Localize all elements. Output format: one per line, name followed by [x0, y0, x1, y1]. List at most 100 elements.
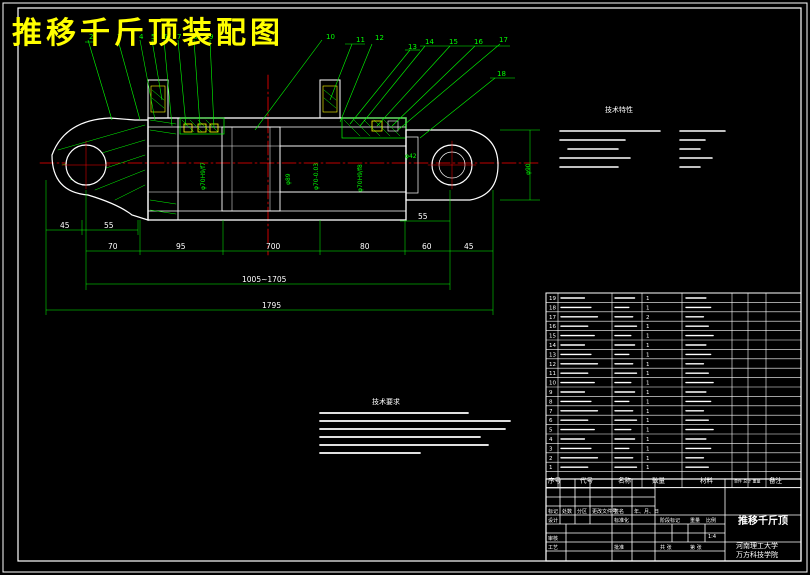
label-doc: 更改文件号: [592, 508, 617, 515]
balloon-11: 11: [356, 36, 365, 44]
tech-params-text-lines: [559, 130, 726, 168]
balloon-9: 9: [209, 33, 213, 41]
dim-60: 60: [422, 242, 432, 251]
balloon-18: 18: [497, 70, 506, 78]
row-qty: 1: [646, 362, 650, 368]
row-qty: 1: [646, 428, 650, 434]
row-seq: 10: [549, 381, 556, 387]
assembly-view: φ70H9/f7 φ89 φ70-0.03 φ70H9/f8 φ90 φ42: [39, 74, 541, 256]
row-seq: 17: [549, 315, 556, 321]
dim-95: 95: [176, 242, 186, 251]
piston: [221, 126, 281, 212]
row-seq: 7: [549, 409, 553, 415]
label-marks: 标记: [548, 508, 558, 515]
svg-text:φ89: φ89: [285, 173, 292, 185]
dimension-lines: [45, 129, 540, 315]
dim-45-right: 45: [464, 242, 474, 251]
row-seq: 1: [549, 465, 553, 471]
inner-frame: [17, 7, 802, 562]
balloon-5: 5: [151, 33, 155, 41]
balloon-2: 2: [89, 33, 93, 41]
tech-requirements-block: 技术要求: [319, 397, 511, 454]
parts-header-weight: 单件 总计 重量: [734, 478, 761, 484]
label-design: 设计: [548, 517, 558, 524]
row-qty: 1: [646, 381, 650, 387]
right-rod-eye: [405, 129, 499, 201]
label-scale: 比例: [706, 517, 716, 524]
row-seq: 12: [549, 362, 556, 368]
label-process: 工艺: [548, 545, 558, 551]
scale-value: 1:4: [708, 534, 716, 540]
row-qty: 1: [646, 456, 650, 462]
balloon-17: 17: [499, 36, 508, 44]
row-qty: 1: [646, 352, 650, 358]
title-block-text: 推移千斤顶 河南理工大学 万方科技学院 标记 处数 分区 更改文件号 签名 年、…: [548, 508, 788, 559]
piston-rod: [279, 145, 407, 193]
left-clevis-ear: [51, 117, 149, 221]
parts-header-name: 名称: [618, 476, 632, 485]
dim-70: 70: [108, 242, 118, 251]
tech-req-text-lines: [319, 412, 511, 454]
row-seq: 14: [549, 343, 556, 349]
label-date: 年、月、日: [634, 508, 659, 515]
parts-header-note: 备注: [769, 476, 783, 485]
row-seq: 13: [549, 352, 556, 358]
balloon-13: 13: [408, 43, 417, 51]
label-stage: 阶段标记: [660, 517, 680, 524]
label-count: 处数: [562, 508, 572, 515]
balloon-labels: 2 3 4 5 6 7 8 9 10 11 12 13 14 15 16 17 …: [89, 33, 508, 78]
tech-params-block: 技术特性: [559, 105, 726, 168]
row-qty: 1: [646, 334, 650, 340]
drawing-title: 推移千斤顶装配图: [12, 16, 284, 51]
svg-text:φ70H9/f8: φ70H9/f8: [357, 164, 364, 192]
row-qty: 1: [646, 343, 650, 349]
svg-text:φ42: φ42: [405, 153, 417, 160]
dim-55-right: 55: [418, 212, 428, 221]
row-qty: 1: [646, 437, 650, 443]
dim-total: 1795: [262, 301, 281, 310]
balloon-15: 15: [449, 38, 458, 46]
left-ear-hatch: [57, 124, 146, 201]
row-qty: 1: [646, 409, 650, 415]
label-review: 审核: [548, 535, 558, 542]
row-qty: 1: [646, 296, 650, 302]
row-qty: 1: [646, 418, 650, 424]
title-block: [545, 478, 802, 562]
dim-stroke: 1005~1705: [242, 275, 287, 284]
row-seq: 8: [549, 399, 553, 405]
balloon-4: 4: [139, 33, 144, 41]
balloon-10: 10: [326, 33, 335, 41]
row-seq: 15: [549, 334, 556, 340]
dim-55-left: 55: [104, 221, 114, 230]
row-seq: 3: [549, 446, 553, 452]
label-approve: 批准: [614, 544, 624, 551]
row-seq: 19: [549, 296, 556, 302]
svg-text:φ70-0.03: φ70-0.03: [313, 163, 320, 190]
balloon-16: 16: [474, 38, 483, 46]
balloon-7: 7: [177, 33, 181, 41]
label-standard: 标准化: [614, 517, 629, 524]
row-seq: 6: [549, 418, 553, 424]
tech-params-heading: 技术特性: [605, 105, 633, 114]
dim-80: 80: [360, 242, 370, 251]
balloon-12: 12: [375, 34, 384, 42]
college-name: 万方科技学院: [736, 550, 778, 559]
row-seq: 5: [549, 428, 553, 434]
parts-header-seq: 序号: [548, 476, 562, 485]
row-qty: 1: [646, 371, 650, 377]
parts-header-material: 材料: [700, 476, 714, 485]
label-weight: 重量: [690, 517, 700, 524]
left-port-fitting: [147, 79, 169, 119]
balloon-3: 3: [117, 33, 121, 41]
school-name: 河南理工大学: [736, 541, 778, 550]
balloon-8: 8: [193, 33, 197, 41]
dim-45-left: 45: [60, 221, 70, 230]
part-name: 推移千斤顶: [738, 514, 788, 527]
row-qty: 2: [646, 315, 650, 321]
row-seq: 16: [549, 324, 556, 330]
row-qty: 1: [646, 465, 650, 471]
right-port-fitting: [319, 79, 341, 119]
row-seq: 11: [549, 371, 556, 377]
